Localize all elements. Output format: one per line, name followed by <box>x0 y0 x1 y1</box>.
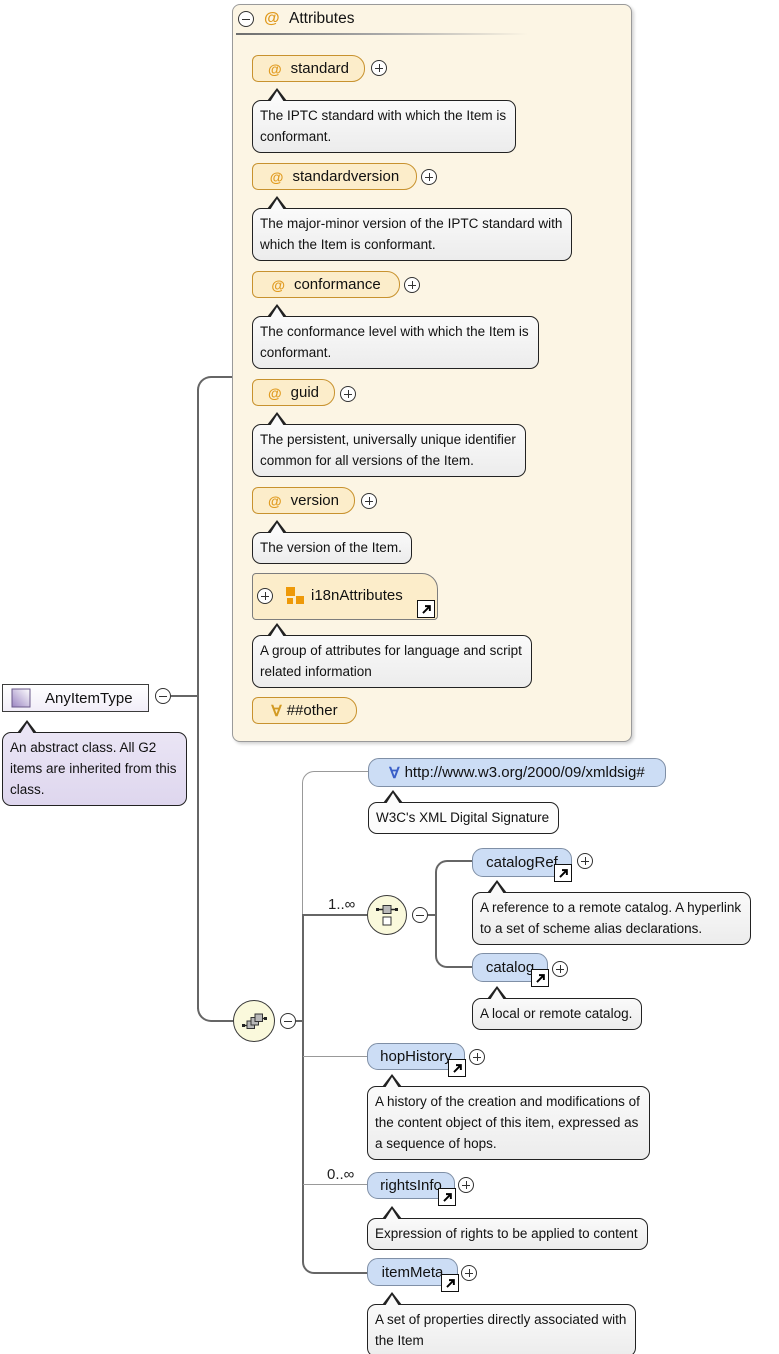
any-attribute-other[interactable]: ∀ ##other <box>252 697 357 724</box>
connector-curve-to-catalog <box>435 955 472 968</box>
sequence-icon <box>241 1013 267 1029</box>
expand-hophistory-button[interactable] <box>469 1049 485 1065</box>
element-wildcard-xmldsig[interactable]: ∀ http://www.w3.org/2000/09/xmldsig# <box>368 758 666 787</box>
expand-conformance-button[interactable] <box>404 277 420 293</box>
connector-curve-to-itemmeta <box>302 1261 367 1274</box>
attribute-label: conformance <box>293 276 381 293</box>
annotation-standardversion: The major-minor version of the IPTC stan… <box>252 196 573 261</box>
any-attribute-icon: ∀ <box>271 702 282 720</box>
element-catalogref[interactable]: catalogRef <box>472 848 572 877</box>
element-label: hopHistory <box>380 1048 452 1065</box>
annotation-version: The version of the Item. <box>252 520 412 564</box>
annotation-wildcard: W3C's XML Digital Signature <box>368 790 560 834</box>
element-label: catalogRef <box>486 854 558 871</box>
attribute-conformance[interactable]: @ conformance <box>252 271 400 298</box>
annotation-catalog: A local or remote catalog. <box>472 986 643 1030</box>
expand-i18nattributes-button[interactable] <box>257 588 273 604</box>
expand-standardversion-button[interactable] <box>421 169 437 185</box>
at-icon: @ <box>269 168 284 185</box>
connector-choice-out <box>428 914 437 916</box>
wildcard-icon: ∀ <box>389 764 400 782</box>
element-label: itemMeta <box>381 1263 444 1281</box>
attribute-standardversion[interactable]: @ standardversion <box>252 163 417 190</box>
at-icon: @ <box>271 276 285 293</box>
attribute-label: standard <box>290 60 350 77</box>
jump-to-itemmeta-icon[interactable] <box>441 1274 459 1292</box>
connector-mid-vertical-thin <box>302 786 303 915</box>
expand-version-button[interactable] <box>361 493 377 509</box>
connector-choice-vertical <box>435 874 437 956</box>
collapse-choice-button[interactable] <box>412 907 428 923</box>
sequence-compositor[interactable] <box>233 1000 275 1042</box>
annotation-guid: The persistent, universally unique ident… <box>252 412 526 477</box>
collapse-sequence-button[interactable] <box>280 1013 296 1029</box>
connector-curve-to-sequence <box>197 1008 233 1022</box>
attribute-standard[interactable]: @ standard <box>252 55 365 82</box>
element-label: rightsInfo <box>380 1177 442 1194</box>
choice-compositor[interactable] <box>367 895 407 935</box>
jump-to-rightsinfo-icon[interactable] <box>438 1188 456 1206</box>
attribute-guid[interactable]: @ guid <box>252 379 335 406</box>
annotation-catalogref: A reference to a remote catalog. A hyper… <box>472 880 752 945</box>
jump-to-catalogref-icon[interactable] <box>554 864 572 882</box>
jump-to-i18nattributes-icon[interactable] <box>417 600 435 618</box>
annotation-rightsinfo: Expression of rights to be applied to co… <box>367 1206 648 1250</box>
root-class-anyitemtype[interactable]: AnyItemType <box>2 684 149 712</box>
expand-catalog-button[interactable] <box>552 961 568 977</box>
expand-rightsinfo-button[interactable] <box>458 1177 474 1193</box>
annotation-i18nattributes: A group of attributes for language and s… <box>252 623 532 688</box>
connector-curve-to-attributes <box>197 376 233 391</box>
connector-branch-rightsinfo <box>303 1184 367 1185</box>
annotation-hophistory: A history of the creation and modificati… <box>367 1074 650 1160</box>
annotation-conformance: The conformance level with which the Ite… <box>252 304 539 369</box>
any-attribute-label: ##other <box>286 702 338 719</box>
annotation-itemmeta: A set of properties directly associated … <box>367 1292 637 1354</box>
connector-branch-hophistory <box>303 1056 367 1057</box>
occurs-label-rightsinfo: 0..∞ <box>327 1166 355 1183</box>
expand-standard-button[interactable] <box>371 60 387 76</box>
jump-to-hophistory-icon[interactable] <box>448 1059 466 1077</box>
element-label: catalog <box>485 959 535 976</box>
connector-branch-choice <box>302 914 367 916</box>
attribute-label: standardversion <box>292 168 400 185</box>
expand-itemmeta-button[interactable] <box>461 1265 477 1281</box>
attribute-group-label: i18nAttributes <box>311 587 403 604</box>
attribute-label: version <box>290 492 339 509</box>
connector-sequence-out <box>296 1020 304 1022</box>
occurs-label-choice: 1..∞ <box>328 896 356 913</box>
choice-icon <box>376 905 398 926</box>
at-icon: @ <box>264 10 280 27</box>
at-icon: @ <box>267 384 282 401</box>
connector-trunk-vertical <box>197 389 199 1009</box>
expand-guid-button[interactable] <box>340 386 356 402</box>
attribute-version[interactable]: @ version <box>252 487 355 514</box>
connector-curve-to-catalogref <box>435 860 472 875</box>
connector-root <box>171 695 198 697</box>
attribute-group-icon <box>286 587 304 604</box>
wildcard-label: http://www.w3.org/2000/09/xmldsig# <box>404 764 645 781</box>
collapse-attributes-button[interactable] <box>238 11 254 27</box>
element-itemmeta[interactable]: itemMeta <box>367 1258 458 1286</box>
at-icon: @ <box>267 60 282 77</box>
header-separator <box>236 33 528 35</box>
root-class-label: AnyItemType <box>45 689 133 707</box>
class-icon <box>11 688 31 708</box>
attributes-panel-title: Attributes <box>289 10 355 27</box>
at-icon: @ <box>267 492 282 509</box>
annotation-root: An abstract class. All G2 items are inhe… <box>2 720 187 806</box>
annotation-standard: The IPTC standard with which the Item is… <box>252 88 517 153</box>
attribute-group-i18nattributes[interactable]: i18nAttributes <box>252 573 438 620</box>
expand-catalogref-button[interactable] <box>577 853 593 869</box>
collapse-root-button[interactable] <box>155 688 171 704</box>
connector-curve-to-wildcard <box>302 771 368 787</box>
jump-to-catalog-icon[interactable] <box>531 969 549 987</box>
attribute-label: guid <box>290 384 319 401</box>
connector-mid-vertical-thick <box>302 914 304 1261</box>
